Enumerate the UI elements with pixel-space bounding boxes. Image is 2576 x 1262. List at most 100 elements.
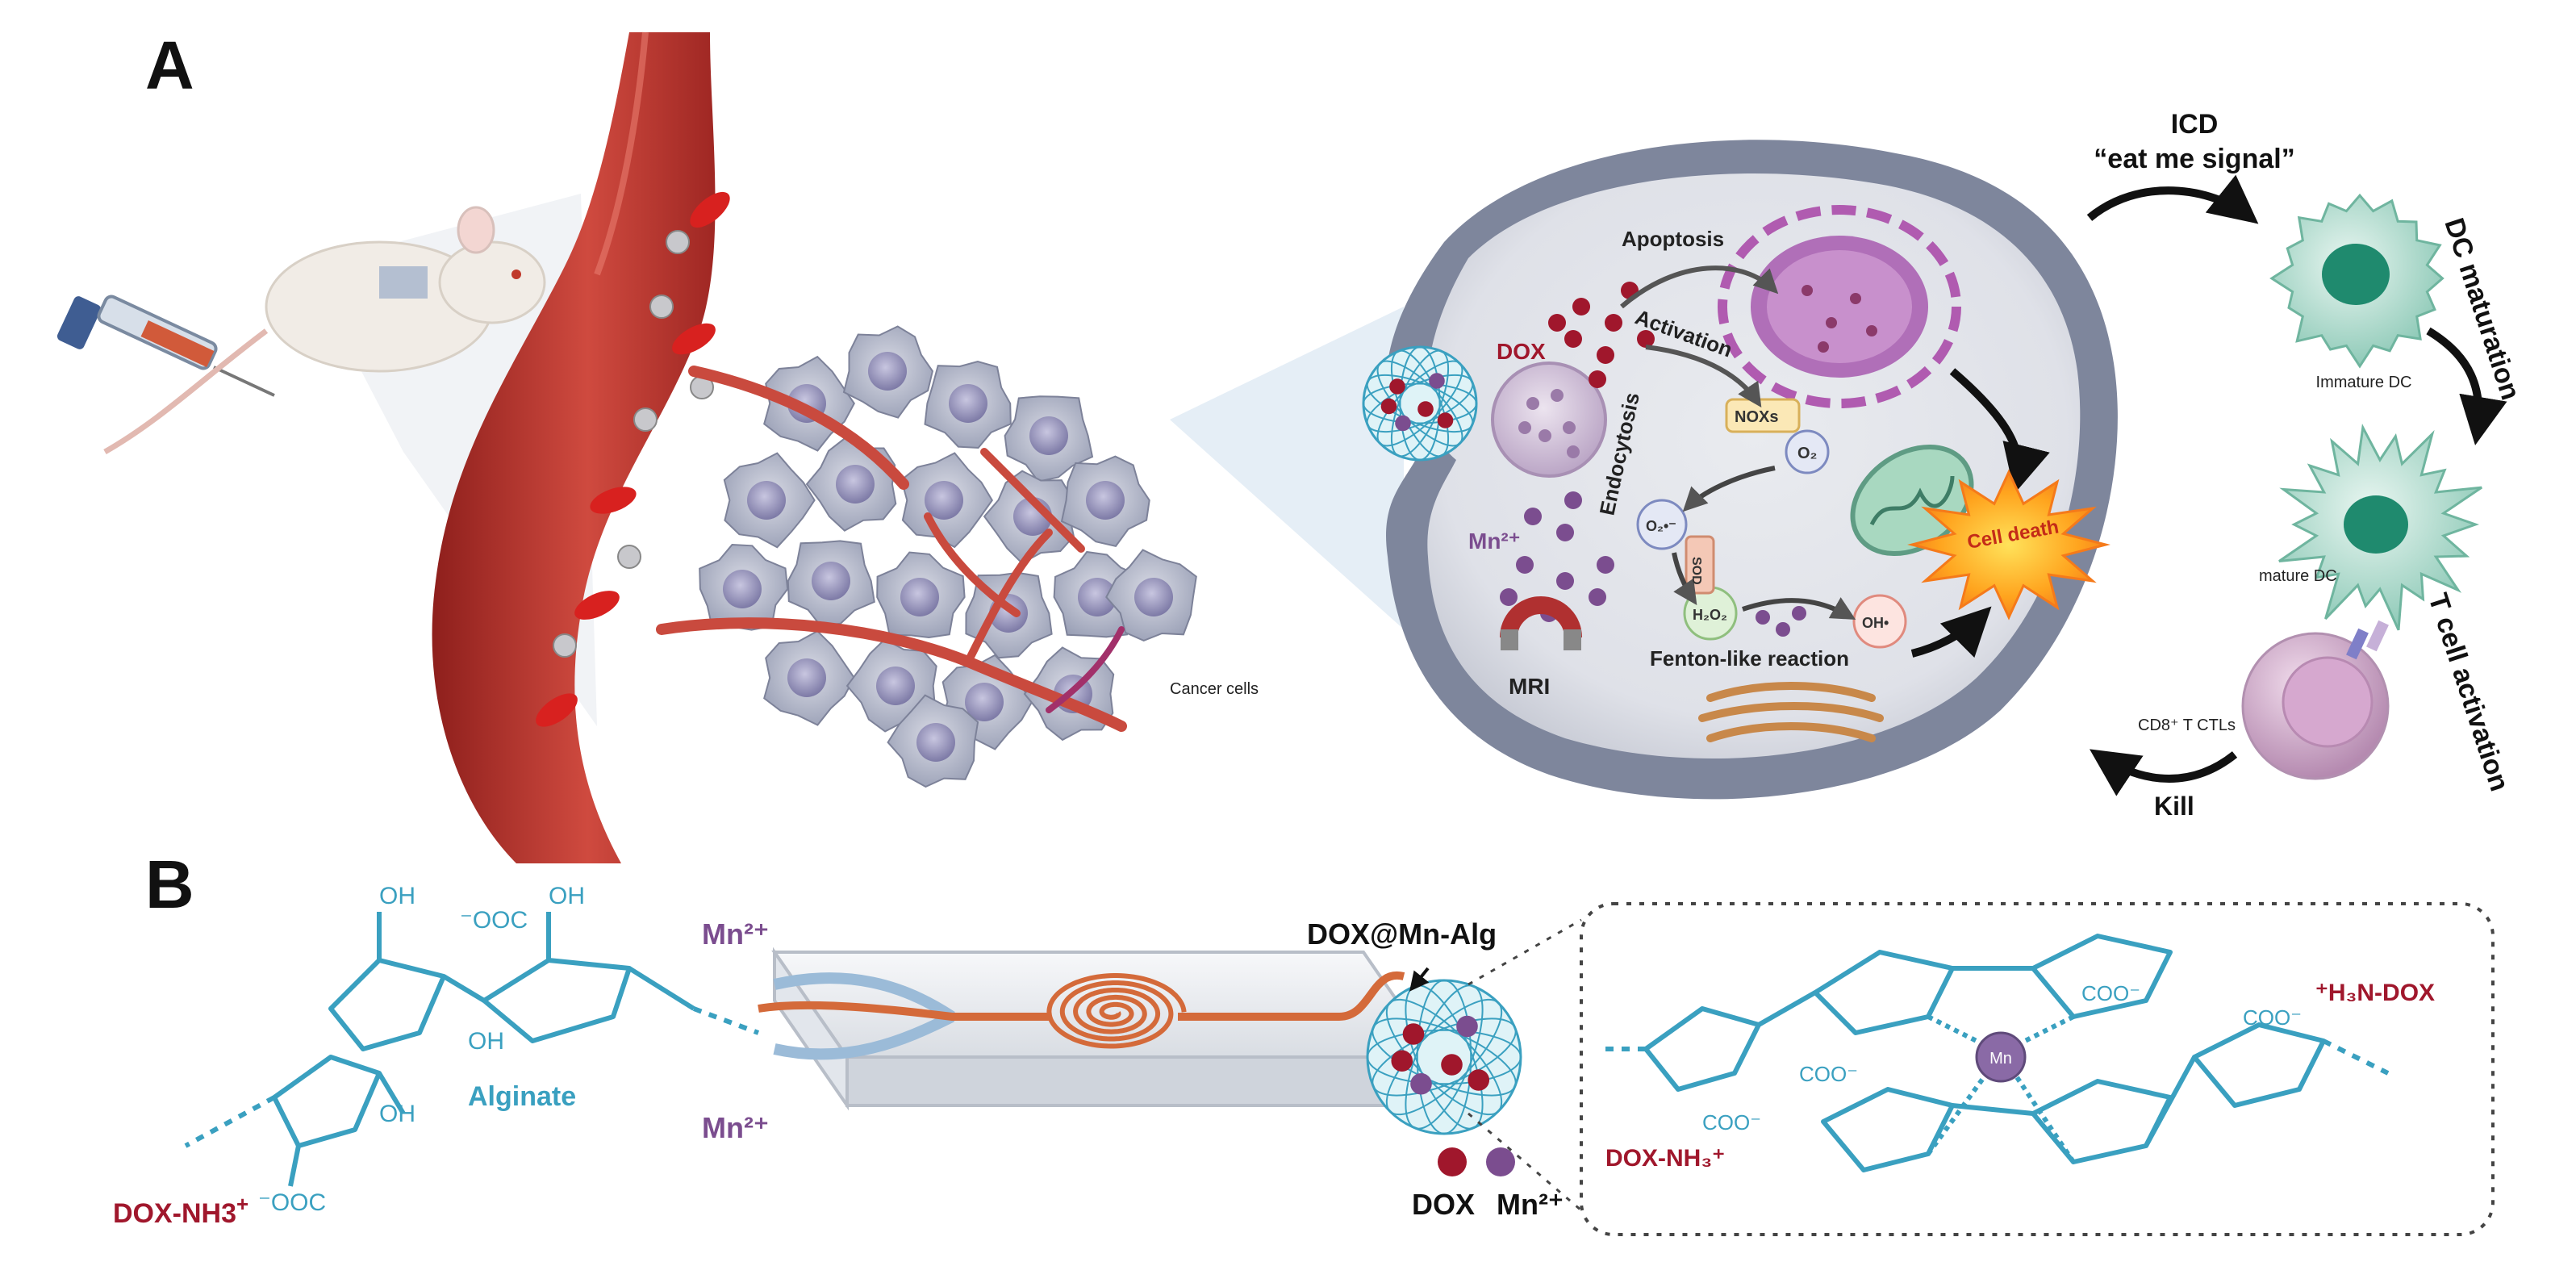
cell-nucleus — [925, 481, 963, 520]
cell-nucleus — [916, 723, 955, 762]
cell-nucleus — [1078, 578, 1117, 616]
nanoparticle — [649, 295, 674, 319]
vessel-contents — [536, 191, 730, 727]
dox-particle — [1548, 314, 1566, 332]
legend-dox-label: DOX — [1412, 1188, 1475, 1221]
ooc-bottom-label: ⁻OOC — [258, 1189, 326, 1216]
h2o2-label: H₂O₂ — [1693, 607, 1727, 623]
inset-mn-label: Mn — [1989, 1050, 2012, 1068]
oh-label-4: OH — [379, 1101, 415, 1127]
kill-arrow — [2090, 749, 2238, 796]
icd-arrow — [2086, 174, 2259, 224]
cell-nucleus — [747, 481, 786, 520]
immature-dc-label: Immature DC — [2316, 374, 2412, 391]
dox-dot — [1437, 412, 1454, 428]
nanoparticle — [633, 407, 658, 432]
mn-particle — [1589, 588, 1606, 606]
cell-nucleus — [812, 562, 850, 600]
cell-nucleus — [1086, 481, 1125, 520]
nuclear-dox — [1866, 325, 1877, 336]
nuclear-dox — [1818, 341, 1829, 353]
mn-particle — [1564, 491, 1582, 509]
pathway-arrows — [1620, 265, 2050, 658]
endosome-cargo — [1567, 445, 1580, 458]
mn-center-atom — [1975, 1031, 2027, 1083]
golgi-apparatus — [1698, 682, 1884, 742]
mn-particle — [1556, 572, 1574, 590]
o2-label: O₂ — [1797, 445, 1817, 462]
cell-nucleus — [723, 570, 762, 608]
inset-coo-label-2: COO⁻ — [2243, 1005, 2302, 1030]
particle-mesh — [1366, 374, 1474, 433]
zoom-cone — [1170, 307, 1404, 629]
dox-dot — [1417, 401, 1434, 417]
cell-nucleus — [876, 667, 915, 705]
dox-dot — [1391, 1050, 1413, 1072]
mouse-icon — [103, 206, 546, 455]
mn-particle — [1500, 588, 1518, 606]
tumor-capillaries — [656, 366, 1127, 732]
nanoparticle — [666, 230, 690, 254]
inset-dox-nh3-label: DOX-NH₃⁺ — [1605, 1145, 1725, 1172]
intracellular-particles — [1500, 282, 1877, 637]
mn-dot — [1395, 415, 1411, 432]
nanoparticle — [617, 545, 641, 569]
cell-nucleus — [868, 352, 907, 391]
dox-particle — [1605, 314, 1622, 332]
ctl-label: CD8⁺ T CTLs — [2138, 717, 2236, 734]
cell-nucleus — [787, 658, 826, 697]
particle-legend: DOX Mn²⁺ — [1412, 1147, 1564, 1221]
particle-mesh — [1390, 349, 1450, 458]
particle-mesh — [1367, 1029, 1522, 1085]
dc-maturation-label: DC maturation — [2438, 215, 2526, 404]
mn-particle — [1556, 524, 1574, 541]
particle-mesh — [1385, 998, 1503, 1116]
dox-nh3-label: DOX-NH3+ — [113, 1192, 248, 1229]
t-cell-activation-label: T cell activation — [2422, 590, 2515, 795]
particle-mesh — [1405, 984, 1484, 1130]
fenton-mn — [1792, 606, 1806, 621]
fenton-mn — [1756, 610, 1770, 625]
product-arrow — [1409, 967, 1430, 992]
kill-label: Kill — [2154, 792, 2194, 821]
cancer-cells-label: Cancer cells — [1170, 680, 1259, 698]
oh-label-2: OH — [549, 883, 585, 909]
particle-mesh — [1366, 374, 1474, 433]
mn-dot — [1410, 1072, 1432, 1095]
dox-dot — [1441, 1054, 1463, 1076]
mn-top-label: Mn²⁺ — [702, 917, 769, 951]
oh-label-3: OH — [468, 1028, 504, 1055]
particle-mesh — [1390, 349, 1450, 458]
dox-particle — [1564, 330, 1582, 348]
reaction-species — [1636, 398, 1907, 649]
panel-a-label: A — [145, 27, 194, 103]
red-blood-cell — [690, 191, 730, 228]
oh-radical-label: OH• — [1862, 615, 1889, 631]
endocytic-vesicle — [1491, 361, 1607, 478]
mn-particle — [1516, 556, 1534, 574]
alginate-label: Alginate — [468, 1081, 576, 1112]
immune-cascade: ICD “eat me signal” Immature DC DC matur… — [2086, 109, 2526, 821]
inset-coo-label-4: COO⁻ — [1702, 1110, 1761, 1135]
nuclear-dox — [1802, 285, 1813, 296]
sod-label: SOD — [1689, 557, 1703, 585]
nuclear-dox — [1850, 293, 1861, 304]
red-blood-cell — [536, 693, 578, 727]
mri-label: MRI — [1509, 674, 1550, 699]
dox-particle — [1637, 330, 1655, 348]
mn-label: Mn²⁺ — [1468, 529, 1521, 554]
oh-label-1: OH — [379, 883, 415, 909]
nanoparticle — [553, 633, 577, 658]
blood-vessel — [432, 31, 716, 863]
mn-particle — [1524, 508, 1542, 525]
dox-particle — [1597, 346, 1614, 364]
red-blood-cell — [590, 487, 637, 514]
endosome-cargo — [1563, 421, 1576, 434]
mature-dc-cell — [2278, 423, 2482, 631]
nucleus — [1718, 205, 1961, 408]
panel-b-label: B — [145, 846, 194, 922]
syringe-icon — [56, 295, 275, 397]
mn-bottom-label: Mn²⁺ — [702, 1111, 769, 1144]
mn-particle — [1597, 556, 1614, 574]
nuclear-dox — [1826, 317, 1837, 328]
